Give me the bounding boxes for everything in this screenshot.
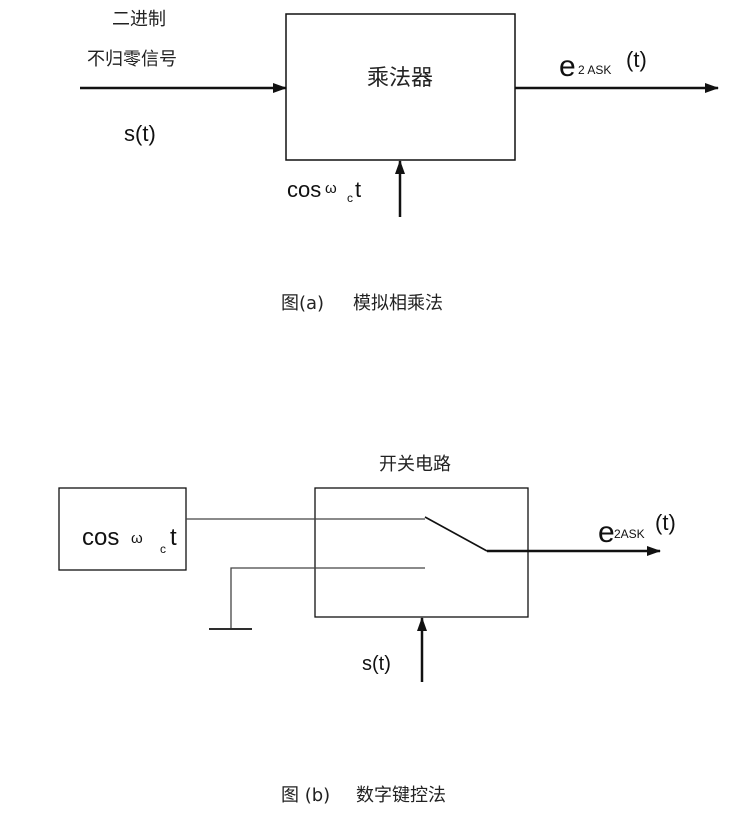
- output-e-label-b: e: [598, 516, 615, 549]
- input-label-line2: 不归零信号: [87, 49, 177, 70]
- switch-circuit-label: 开关电路: [379, 454, 451, 475]
- carrier-omega: ω: [325, 180, 337, 197]
- switch-blade: [424, 516, 488, 552]
- carrier-subscript: c: [347, 191, 353, 205]
- output-subscript-b: 2ASK: [614, 527, 645, 541]
- caption-a-text: 模拟相乘法: [353, 293, 443, 314]
- multiplier-label: 乘法器: [367, 66, 433, 91]
- caption-b-prefix: 图 (b): [281, 785, 330, 806]
- diagram-b-digital-keying: cos ω c t 开关电路 e 2ASK (t) s(t) 图 (b) 数字键…: [58, 454, 676, 806]
- output-t-label-b: (t): [655, 510, 676, 535]
- caption-a-prefix: 图(a): [281, 293, 324, 314]
- source-omega: ω: [131, 530, 143, 547]
- output-e-label: e: [559, 50, 576, 83]
- caption-b-text: 数字键控法: [356, 785, 446, 806]
- carrier-t: t: [355, 177, 361, 202]
- input-signal-label: s(t): [124, 121, 156, 146]
- diagram-a-analog-multiplication: 二进制 不归零信号 s(t) 乘法器 e 2 ASK (t) cos ω c t…: [80, 9, 719, 314]
- switch-circuit-box: [314, 487, 529, 618]
- output-subscript: 2 ASK: [578, 63, 611, 77]
- control-signal-label: s(t): [362, 653, 391, 675]
- carrier-cos: cos: [287, 177, 321, 202]
- source-subscript: c: [160, 542, 166, 556]
- source-t: t: [170, 524, 177, 551]
- input-label-line1: 二进制: [112, 9, 166, 30]
- source-cos: cos: [82, 524, 119, 551]
- output-t-label: (t): [626, 47, 647, 72]
- ground-wire: [230, 567, 425, 628]
- carrier-source-box: [58, 487, 187, 571]
